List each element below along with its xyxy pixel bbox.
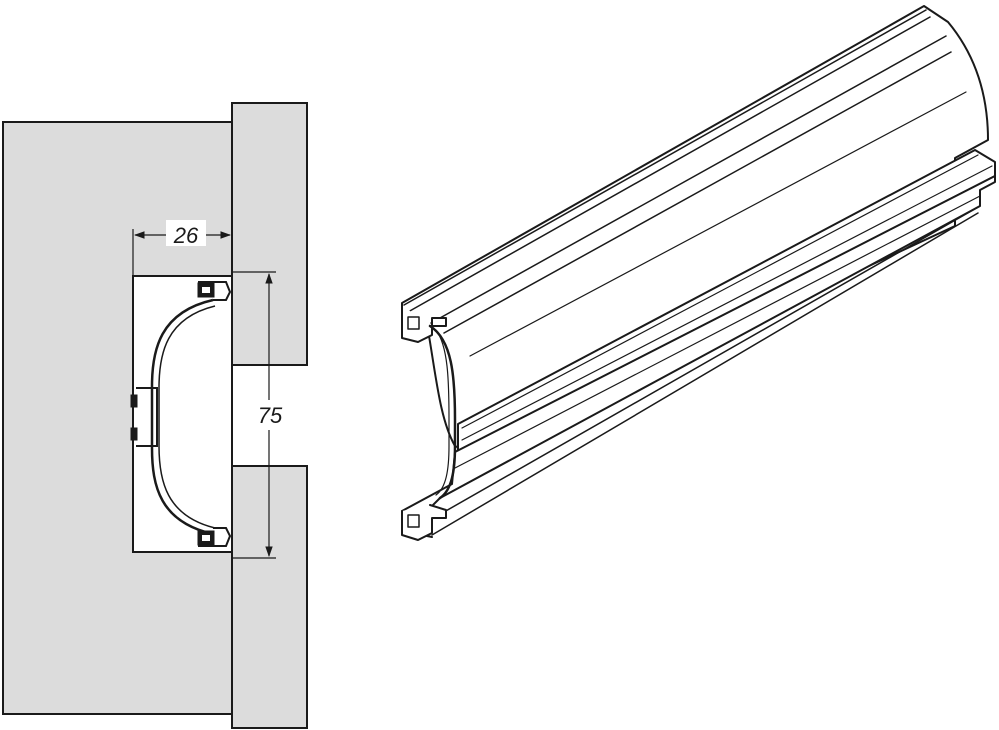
profile-end-bottom-clip: [401, 504, 447, 541]
profile-cross-section: [130, 281, 232, 547]
handle-recess: [132, 275, 233, 553]
section-view: 26 75: [2, 102, 308, 729]
profile-ledge: [457, 149, 996, 453]
dimension-depth: 26: [132, 220, 232, 276]
dimension-height: 75: [232, 271, 288, 559]
depth-dimension-label: 26: [173, 223, 199, 248]
height-dimension-label: 75: [258, 403, 283, 428]
profile-end-curve: [428, 324, 457, 500]
profile-perspective: [401, 5, 996, 541]
